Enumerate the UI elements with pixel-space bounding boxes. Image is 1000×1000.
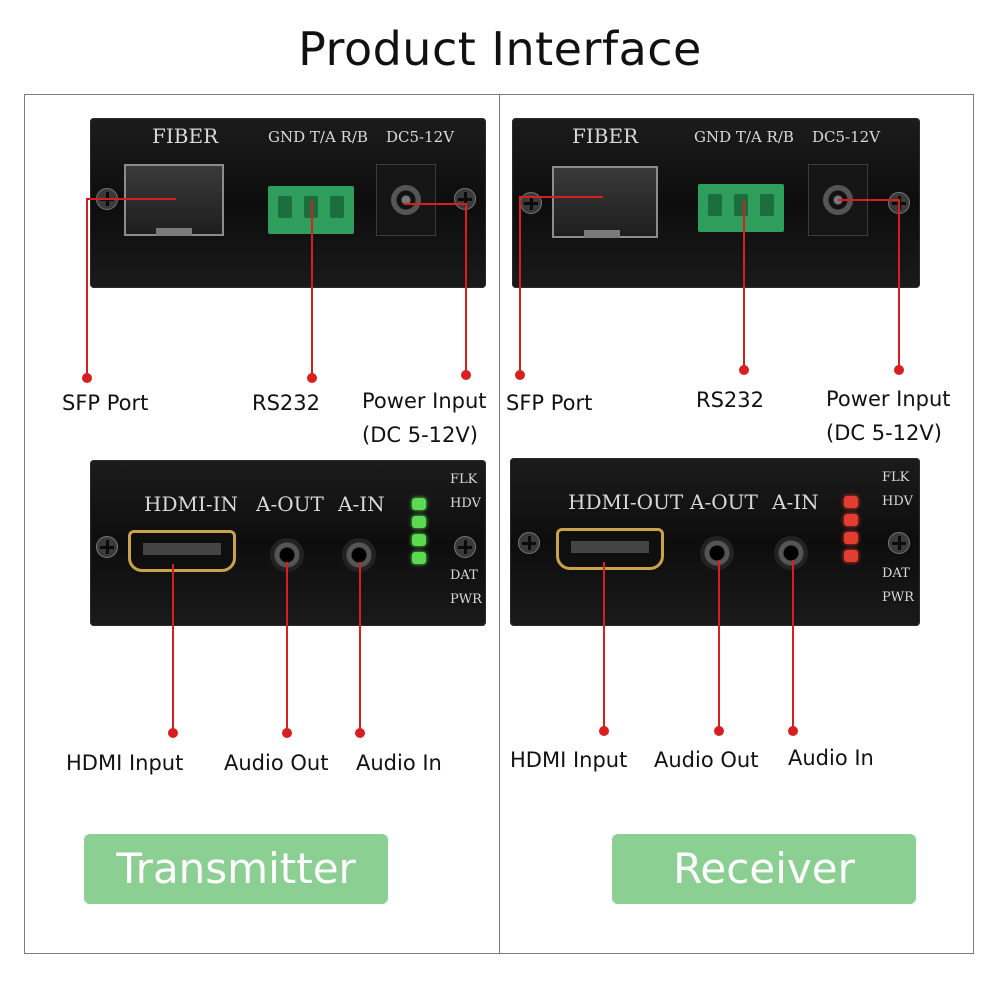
dc-label: DC5-12V	[386, 128, 455, 146]
receiver-badge: Receiver	[612, 834, 916, 904]
screw-icon	[518, 532, 540, 554]
led-indicator	[844, 550, 858, 562]
audio-in-jack	[774, 536, 808, 570]
sfp-port	[552, 166, 658, 238]
led-label-flk: FLK	[882, 470, 910, 485]
led-label-pwr: PWR	[882, 590, 914, 605]
sfp-leader-dot	[515, 370, 525, 380]
audio-out-jack	[700, 536, 734, 570]
rs232-leader-line	[311, 200, 313, 378]
rs232-callout: RS232	[252, 391, 321, 415]
sfp-port-callout: SFP Port	[62, 391, 149, 415]
sfp-leader-dot	[82, 373, 92, 383]
led-label-pwr: PWR	[450, 592, 482, 607]
audio-in-leader-dot	[355, 728, 365, 738]
hdmi-port	[556, 528, 664, 570]
power-leader-line	[838, 199, 899, 201]
sfp-leader-line	[86, 198, 88, 378]
dc-jack	[376, 164, 436, 236]
page-title: Product Interface	[298, 22, 702, 76]
audio-in-leader-line	[359, 562, 361, 732]
power-input-sub-callout: (DC 5-12V)	[826, 421, 942, 445]
aout-label: A-OUT	[256, 492, 324, 516]
hdmi-port	[128, 530, 236, 572]
hdmi-leader-line	[603, 562, 605, 730]
rs232-pin-label: GND T/A R/B	[268, 128, 368, 146]
led-label-flk: FLK	[450, 472, 478, 487]
led-label-dat: DAT	[450, 568, 478, 583]
audio-in-callout: Audio In	[788, 746, 874, 770]
power-input-callout: Power Input	[362, 389, 487, 413]
power-leader-dot	[461, 370, 471, 380]
audio-in-callout: Audio In	[356, 751, 442, 775]
hdmi-leader-dot	[599, 726, 609, 736]
transmitter-badge: Transmitter	[84, 834, 388, 904]
aout-label: A-OUT	[690, 490, 758, 514]
hdmi-label: HDMI-IN	[144, 492, 239, 516]
screw-icon	[454, 536, 476, 558]
led-indicator	[844, 532, 858, 544]
rs232-pin-label: GND T/A R/B	[694, 128, 794, 146]
rs232-leader-line	[743, 200, 745, 370]
receiver-fiber-panel: FIBER GND T/A R/B DC5-12V	[512, 118, 920, 288]
led-label-hdv: HDV	[450, 496, 481, 511]
column-divider	[499, 94, 500, 954]
audio-out-callout: Audio Out	[654, 748, 759, 772]
led-indicator	[412, 498, 426, 510]
power-input-sub-callout: (DC 5-12V)	[362, 423, 478, 447]
hdmi-input-callout: HDMI Input	[66, 751, 184, 775]
hdmi-leader-line	[172, 564, 174, 732]
sfp-port	[124, 164, 224, 236]
hdmi-label: HDMI-OUT	[568, 490, 684, 514]
audio-in-leader-dot	[788, 726, 798, 736]
rs232-callout: RS232	[696, 388, 765, 412]
rs232-terminal	[698, 184, 784, 232]
sfp-port-callout: SFP Port	[506, 391, 593, 415]
power-leader-dot	[894, 365, 904, 375]
power-input-callout: Power Input	[826, 387, 951, 411]
rs232-leader-dot	[739, 365, 749, 375]
fiber-label: FIBER	[572, 124, 639, 148]
screw-icon	[96, 536, 118, 558]
power-leader-line	[465, 203, 467, 375]
led-label-hdv: HDV	[882, 494, 913, 509]
audio-out-leader-line	[286, 562, 288, 732]
dc-label: DC5-12V	[812, 128, 881, 146]
fiber-label: FIBER	[152, 124, 219, 148]
power-leader-line	[404, 203, 466, 205]
ain-label: A-IN	[338, 492, 385, 516]
led-indicator	[844, 514, 858, 526]
audio-out-leader-dot	[282, 728, 292, 738]
led-indicator	[412, 516, 426, 528]
audio-in-leader-line	[792, 560, 794, 730]
receiver-av-panel: HDMI-OUT A-OUT A-IN FLK HDV DAT PWR	[510, 458, 920, 626]
rs232-leader-dot	[307, 373, 317, 383]
sfp-leader-line	[519, 196, 603, 198]
led-indicator	[412, 552, 426, 564]
audio-out-leader-line	[718, 560, 720, 730]
ain-label: A-IN	[772, 490, 819, 514]
audio-out-leader-dot	[714, 726, 724, 736]
audio-out-callout: Audio Out	[224, 751, 329, 775]
led-indicator	[412, 534, 426, 546]
transmitter-av-panel: HDMI-IN A-OUT A-IN FLK HDV DAT PWR	[90, 460, 486, 626]
led-indicator	[844, 496, 858, 508]
hdmi-leader-dot	[168, 728, 178, 738]
sfp-leader-line	[519, 196, 521, 374]
led-label-dat: DAT	[882, 566, 910, 581]
sfp-leader-line	[86, 198, 176, 200]
power-leader-line	[898, 199, 900, 369]
screw-icon	[888, 532, 910, 554]
hdmi-input-callout: HDMI Input	[510, 748, 628, 772]
